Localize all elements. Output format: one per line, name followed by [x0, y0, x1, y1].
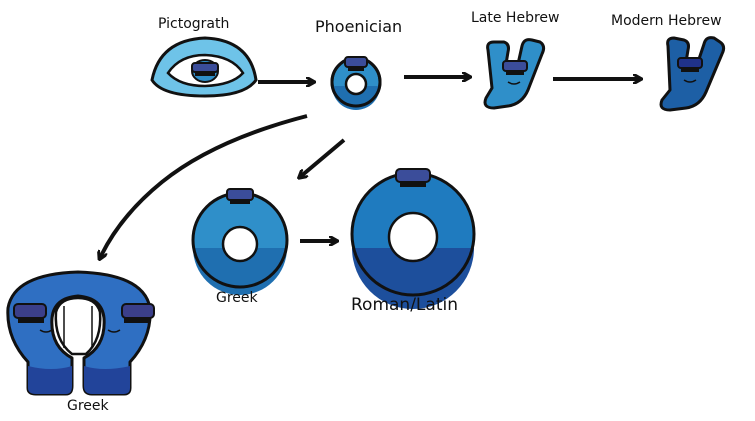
roman-latin-o-icon	[350, 168, 476, 309]
arrow-phoenician-to-greek-o	[300, 138, 346, 177]
pictograph-eye-icon	[150, 36, 258, 98]
label-greek-omega: Greek	[67, 398, 109, 414]
label-pictograph: Pictograth	[158, 16, 230, 32]
greek-o-icon	[191, 188, 289, 295]
late-hebrew-letter-icon	[483, 38, 546, 110]
label-greek-o: Greek	[216, 290, 258, 306]
modern-hebrew-letter-icon	[659, 36, 726, 112]
phoenician-o-icon	[330, 56, 382, 110]
label-late-hebrew: Late Hebrew	[471, 10, 560, 26]
label-phoenician: Phoenician	[315, 17, 403, 36]
label-modern-hebrew: Modern Hebrew	[611, 13, 722, 29]
greek-omega-icon	[6, 270, 155, 396]
arrow-phoenician-to-greek-omega	[100, 114, 308, 258]
label-roman-latin: Roman/Latin	[351, 295, 458, 315]
